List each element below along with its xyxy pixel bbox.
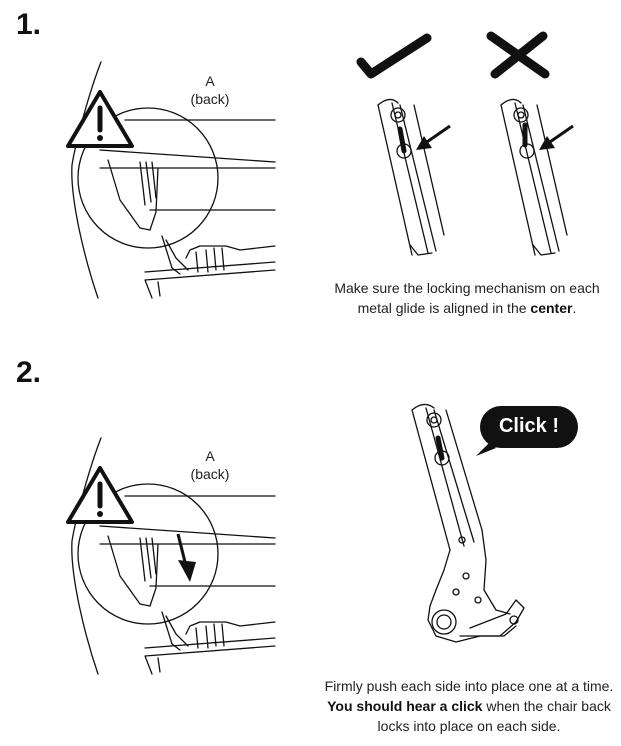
caption-end: when the chair back locks into place on … <box>377 698 611 734</box>
arrow-icon <box>539 124 574 150</box>
push-arrow-icon <box>176 533 196 582</box>
caption-bold: You should hear a click <box>327 698 483 714</box>
cross-icon <box>486 31 550 79</box>
caption-bold: center <box>530 300 573 316</box>
step-2-part-label: A (back) <box>180 447 240 483</box>
arrow-icon <box>416 124 451 150</box>
step-1-part-label: A (back) <box>180 72 240 108</box>
step-1-number: 1. <box>16 8 42 41</box>
step-2-number: 2. <box>16 356 42 389</box>
incorrect-glide-illustration <box>500 98 568 256</box>
warning-triangle-icon <box>66 90 134 148</box>
caption-text: Make sure the locking mechanism on each … <box>334 280 600 316</box>
part-label-letter: A <box>205 73 215 89</box>
part-label-letter: A <box>205 448 215 464</box>
click-speech-bubble <box>476 406 578 456</box>
part-label-sub: (back) <box>190 91 230 107</box>
click-text: Click ! <box>498 415 560 437</box>
caption-end: . <box>572 300 577 316</box>
warning-triangle-icon <box>66 466 134 524</box>
checkmark-icon <box>356 33 432 79</box>
locked-glide-illustration <box>411 403 525 643</box>
correct-glide-illustration <box>377 98 445 256</box>
caption-text: Firmly push each side into place one at … <box>324 678 614 694</box>
step-1-caption: Make sure the locking mechanism on each … <box>322 278 612 318</box>
step-2-caption: Firmly push each side into place one at … <box>324 676 614 736</box>
part-label-sub: (back) <box>190 466 230 482</box>
